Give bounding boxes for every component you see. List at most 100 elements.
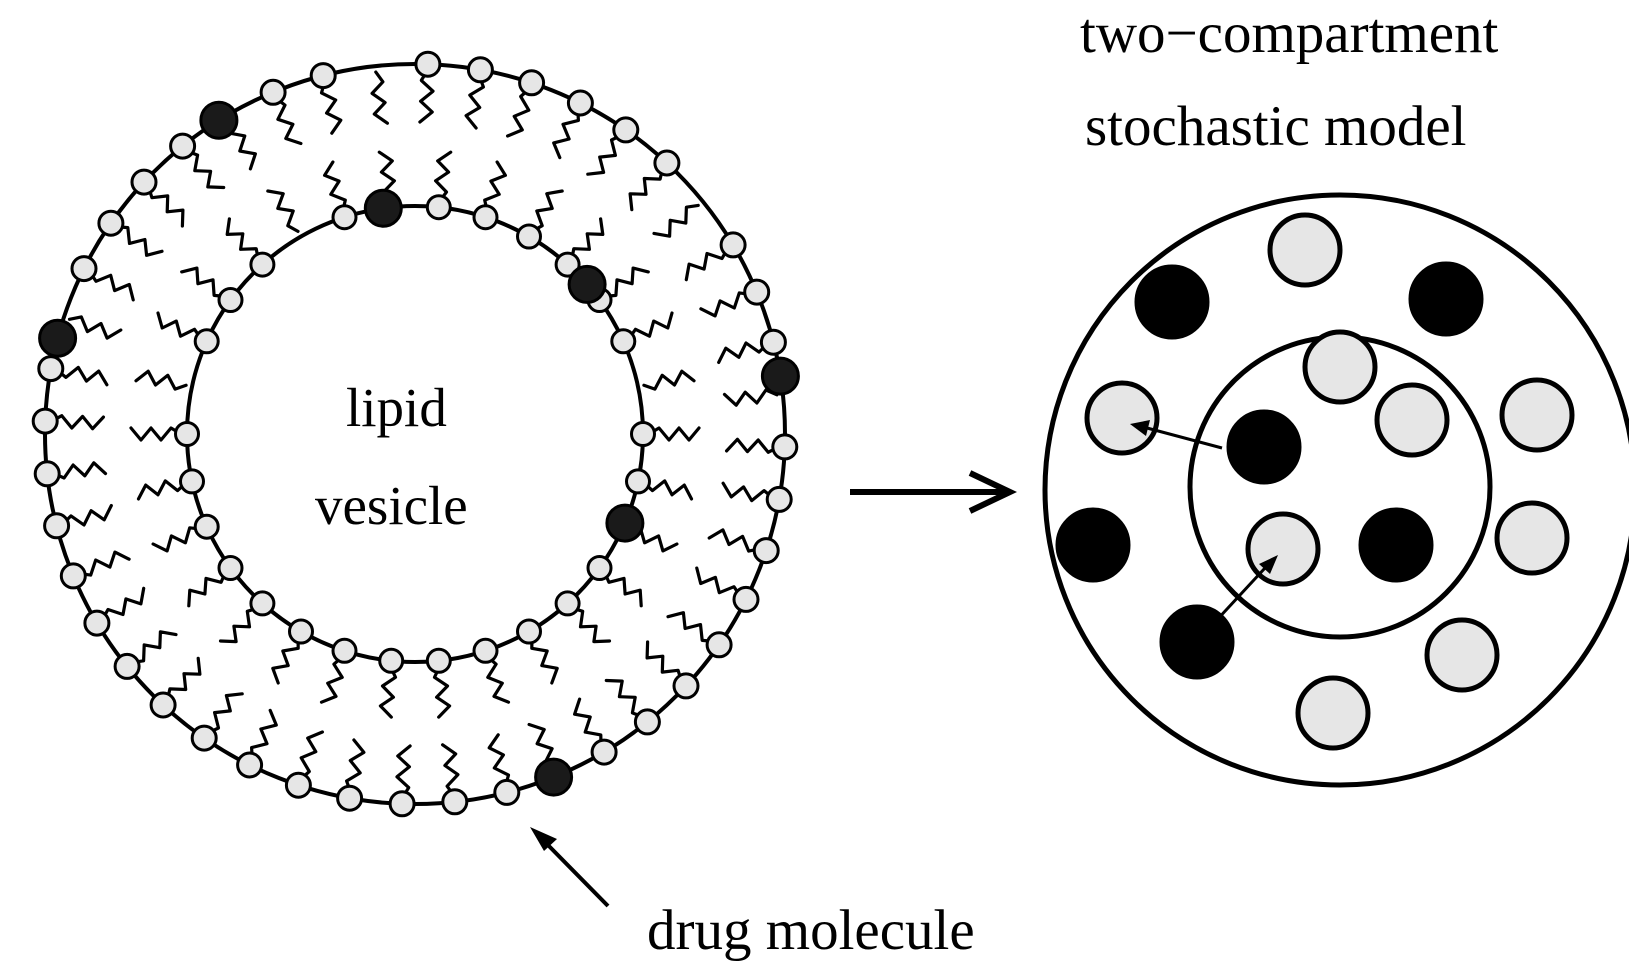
lipid-head (149, 691, 177, 719)
lipid-head (249, 251, 276, 278)
lipid-head (388, 790, 416, 818)
drug-molecule (760, 356, 800, 396)
model-drug-particle (1408, 261, 1484, 337)
lipid-head (331, 204, 358, 231)
lipid-head (653, 149, 681, 177)
lipid-head (759, 328, 787, 356)
drug-molecules (38, 100, 800, 797)
lipid-tail (695, 566, 743, 599)
lipid-head (633, 708, 661, 736)
lipid-head (610, 328, 637, 355)
lipid-tail (434, 150, 453, 203)
lipid-head (472, 637, 499, 664)
lipid-head (612, 116, 640, 144)
lipid-tail (602, 266, 650, 299)
lipid-tail (151, 526, 203, 553)
drug-molecule-label: drug molecule (647, 899, 975, 962)
transition-arrow-in-head (1259, 555, 1278, 574)
lipid-head (378, 647, 405, 674)
lipid-head (249, 590, 276, 617)
lipid-tail (319, 79, 343, 135)
lipid-tail (156, 311, 203, 341)
lipid-head (37, 355, 65, 383)
drug-molecule (363, 188, 403, 228)
transition-arrow-out-head (1130, 420, 1150, 436)
lipid-head (518, 69, 546, 97)
model-empty-particle (1084, 380, 1160, 456)
lipid-head (516, 223, 542, 250)
lipid-tail (60, 504, 113, 527)
lipid-head (236, 751, 264, 779)
lipid-tail (165, 656, 202, 703)
lipid-head (466, 56, 494, 84)
lipid-head (309, 62, 337, 90)
lipid-tail (464, 74, 485, 130)
inner-lipid-heads (174, 194, 656, 674)
vesicle-label-line2: vesicle (315, 475, 468, 536)
model-empty-particle (1499, 377, 1575, 453)
lipid-head (566, 89, 594, 117)
lipid-head (425, 194, 452, 221)
lipid-head (516, 618, 542, 645)
transition-arrow-out (1146, 426, 1223, 450)
lipid-head (425, 647, 452, 674)
lipid-head (113, 652, 141, 680)
lipid-head (59, 562, 87, 590)
drug-pointer-arrowhead (530, 827, 557, 851)
lipid-tail (642, 369, 696, 391)
lipid-tail (187, 569, 228, 608)
lipid-tail (552, 106, 580, 160)
lipid-tail (180, 266, 228, 299)
outer-lipid-heads (31, 50, 799, 818)
lipid-tail (483, 160, 507, 214)
lipid-tail (87, 269, 135, 302)
lipid-head (414, 50, 442, 78)
lipid-tail (628, 165, 665, 212)
lipid-head (743, 278, 771, 306)
lipid-tail (77, 550, 131, 577)
lipid-head (441, 788, 469, 816)
lipid-tail (722, 388, 779, 407)
lipid-tail (146, 184, 185, 228)
lipid-tail (273, 96, 303, 146)
lipid-head (554, 590, 581, 617)
drug-molecule (38, 318, 78, 358)
drug-pointer-arrow (541, 838, 610, 908)
lipid-head (97, 209, 125, 237)
model-empty-particle (1494, 500, 1570, 576)
lipid-head (169, 132, 197, 160)
model-title-line1: two−compartment (1080, 2, 1499, 65)
lipid-tail (206, 692, 244, 735)
lipid-tail (485, 654, 511, 704)
model-drug-particle (1226, 409, 1302, 485)
lipid-tail (370, 70, 389, 125)
lipid-tail (225, 217, 260, 262)
lipid-tail (51, 461, 108, 480)
lipid-tail (530, 189, 564, 233)
lipid-tail (67, 315, 123, 340)
lipid-tails (49, 68, 781, 800)
model-empty-particle (1374, 382, 1450, 458)
lipid-head (43, 512, 71, 540)
lipid-tail (604, 678, 646, 719)
lipid-tail (627, 311, 674, 341)
lipid-head (705, 631, 733, 659)
lipid-head (331, 637, 358, 664)
lipid-head (259, 78, 287, 106)
lipid-tail (100, 586, 146, 622)
drug-molecule (199, 100, 239, 140)
lipid-tail (487, 733, 511, 789)
lipid-head (771, 433, 799, 461)
lipid-head (732, 585, 760, 613)
lipid-tail (652, 203, 700, 238)
model-drug-particle (1055, 507, 1131, 583)
lipid-head (130, 168, 158, 196)
transform-arrowhead (968, 470, 1017, 514)
lipid-head (586, 555, 613, 581)
vesicle-label-line1: lipid (346, 377, 447, 438)
lipid-tail (717, 341, 770, 364)
lipid-tail (418, 68, 435, 124)
lipid-tail (432, 665, 452, 719)
lipid-head (193, 513, 220, 540)
